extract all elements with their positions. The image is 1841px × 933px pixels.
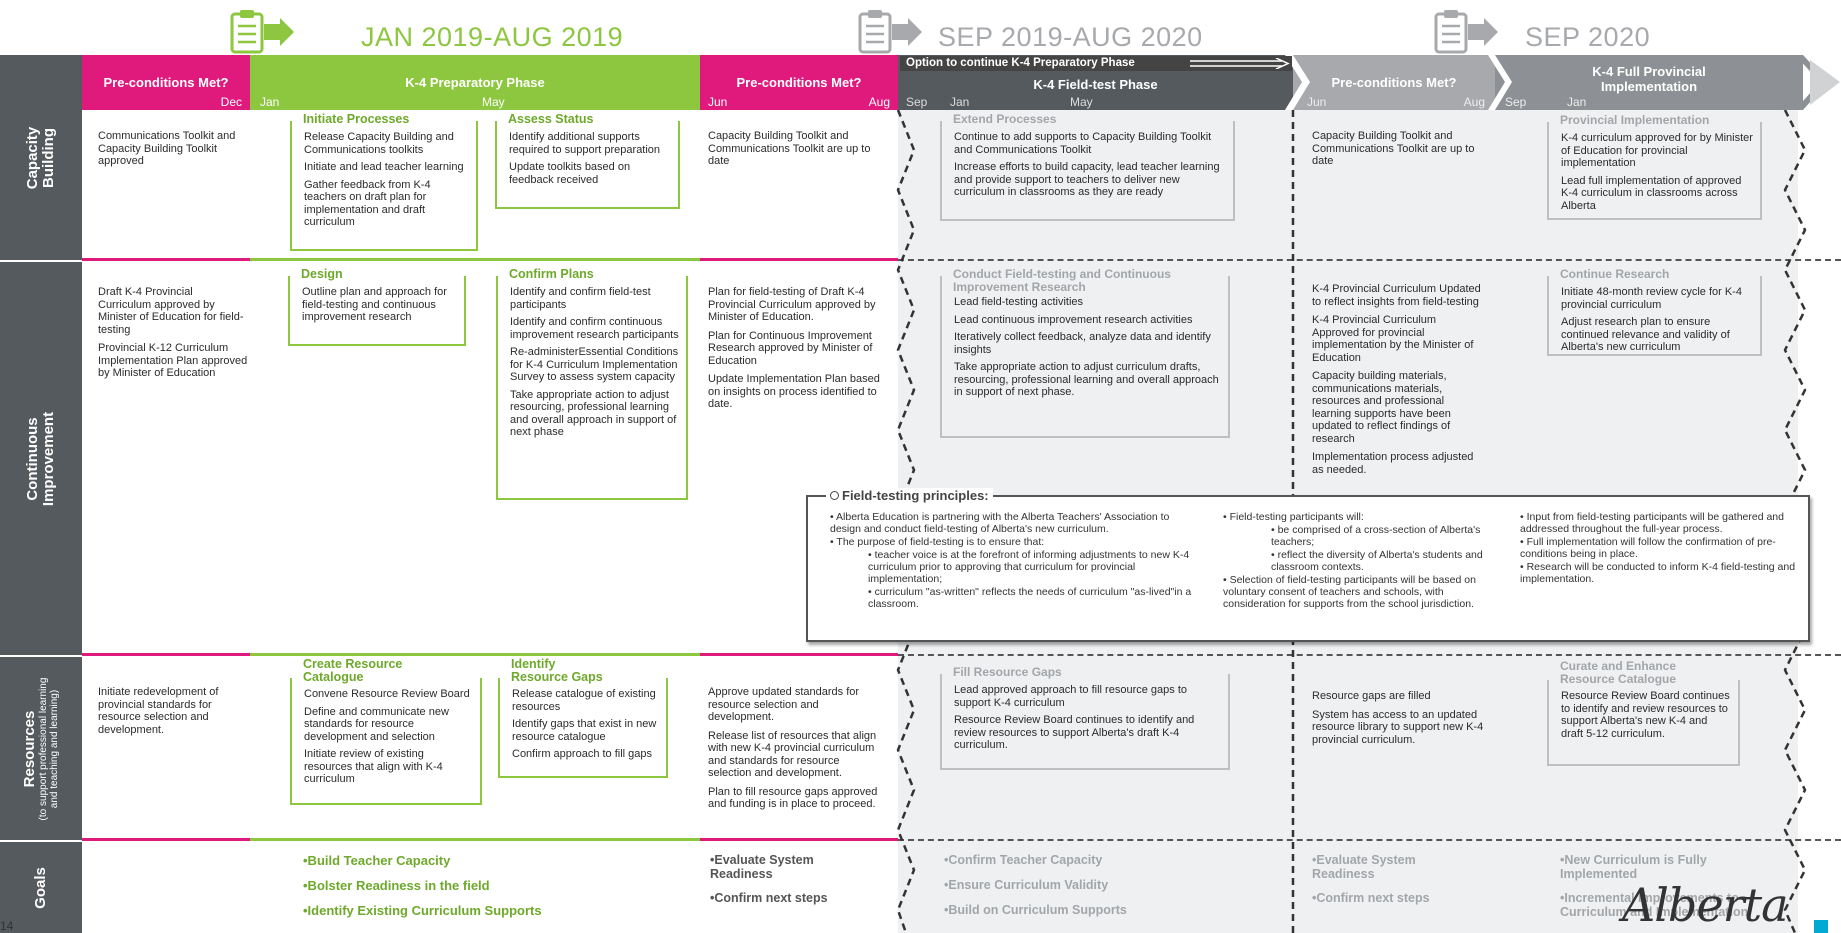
divider-2-magenta-b bbox=[700, 653, 898, 656]
page-number: 14 bbox=[0, 919, 14, 933]
capacity-precondition-2: Capacity Building Toolkit and Communicat… bbox=[708, 130, 871, 167]
goals-implementation: •New Curriculum is Fully Implemented •In… bbox=[1560, 853, 1749, 919]
divider-2-dashed bbox=[898, 654, 1841, 656]
initiate-processes-box: Initiate Processes Release Capacity Buil… bbox=[290, 113, 478, 251]
divider-2-magenta bbox=[82, 653, 250, 656]
conduct-field-testing-box: Conduct Field-testing and Continuous Imp… bbox=[940, 268, 1230, 438]
divider-3-dashed bbox=[898, 839, 1841, 841]
goals-preconditions-2: •Evaluate System Readiness •Confirm next… bbox=[710, 853, 828, 905]
goals-preparatory: •Build Teacher Capacity •Bolster Readine… bbox=[303, 853, 542, 918]
row-label-resources: Resources(to support professional learni… bbox=[0, 657, 82, 840]
divider-1-magenta-b bbox=[700, 258, 898, 261]
alberta-logo: Alberta bbox=[1622, 878, 1788, 932]
double-arrow-icon bbox=[1190, 58, 1290, 69]
divider-3-magenta-b bbox=[700, 838, 898, 841]
confirm-plans-box: Confirm Plans Identify and confirm field… bbox=[496, 268, 688, 500]
divider-1-green bbox=[250, 258, 700, 261]
circle-bullet-icon bbox=[830, 491, 839, 500]
goals-field-test: •Confirm Teacher Capacity •Ensure Curric… bbox=[944, 853, 1127, 917]
phase-2-title: SEP 2019-AUG 2020 bbox=[938, 22, 1203, 52]
clipboard-arrow-icon bbox=[1434, 10, 1498, 54]
phase-3-title: SEP 2020 bbox=[1525, 22, 1651, 52]
ci-precondition-1: Draft K-4 Provincial Curriculum approved… bbox=[98, 286, 248, 379]
ci-precondition-3: K-4 Provincial Curriculum Updated to ref… bbox=[1312, 283, 1481, 476]
goals-preconditions-3: •Evaluate System Readiness •Confirm next… bbox=[1312, 853, 1430, 905]
continue-research-box: Continue Research Initiate 48-month revi… bbox=[1547, 268, 1762, 356]
header-full-implementation: K-4 Full Provincial Implementation Sep J… bbox=[1505, 64, 1706, 109]
divider-3-green bbox=[250, 838, 700, 841]
design-box: Design Outline plan and approach for fie… bbox=[288, 268, 466, 346]
header-field-test-phase: K-4 Field-test Phase Sep Jan May bbox=[906, 77, 1158, 109]
resources-precondition-3: Resource gaps are filled System has acce… bbox=[1312, 690, 1484, 746]
phase-3-heading: SEP 2020 bbox=[1432, 8, 1732, 54]
option-banner: Option to continue K-4 Preparatory Phase bbox=[900, 56, 1292, 71]
phase-1-heading: JAN 2019-AUG 2019 bbox=[228, 8, 708, 54]
divider-2-green bbox=[250, 653, 700, 656]
field-testing-col-1: • Alberta Education is partnering with t… bbox=[830, 511, 1192, 610]
header-preconditions-2: Pre-conditions Met? Jun Aug bbox=[700, 55, 898, 110]
phase-1-title: JAN 2019-AUG 2019 bbox=[361, 22, 624, 52]
phase-2-heading: SEP 2019-AUG 2020 bbox=[856, 8, 1296, 54]
row-label-goals: Goals bbox=[0, 842, 82, 933]
field-testing-col-2: • Field-testing participants will: • be … bbox=[1223, 511, 1483, 610]
assess-status-box: Assess Status Identify additional suppor… bbox=[495, 113, 680, 209]
corner-badge bbox=[1814, 920, 1828, 933]
header-preparatory-phase: K-4 Preparatory Phase Jan May bbox=[250, 55, 700, 110]
capacity-precondition-1: Communications Toolkit and Capacity Buil… bbox=[98, 130, 236, 167]
clipboard-arrow-icon bbox=[858, 10, 922, 54]
resources-precondition-2: Approve updated standards for resource s… bbox=[708, 686, 878, 810]
divider-3-magenta bbox=[82, 838, 250, 841]
field-testing-principles-box: Field-testing principles: • Alberta Educ… bbox=[806, 488, 1810, 642]
divider-1-dashed bbox=[898, 259, 1841, 261]
capacity-precondition-3: Capacity Building Toolkit and Communicat… bbox=[1312, 130, 1475, 167]
header-preconditions-1: Pre-conditions Met? Dec bbox=[82, 55, 250, 110]
ci-precondition-2: Plan for field-testing of Draft K-4 Prov… bbox=[708, 286, 880, 410]
field-testing-col-3: • Input from field-testing participants … bbox=[1520, 511, 1796, 585]
header-preconditions-3: Pre-conditions Met? Jun Aug bbox=[1307, 75, 1485, 109]
fill-resource-gaps-box: Fill Resource Gaps Lead approved approac… bbox=[940, 666, 1230, 770]
provincial-implementation-box: Provincial Implementation K-4 curriculum… bbox=[1547, 114, 1762, 220]
extend-processes-box: Extend Processes Continue to add support… bbox=[940, 113, 1235, 221]
resources-precondition-1: Initiate redevelopment of provincial sta… bbox=[98, 686, 219, 736]
clipboard-arrow-icon bbox=[230, 10, 294, 54]
divider-1-magenta bbox=[82, 258, 250, 261]
